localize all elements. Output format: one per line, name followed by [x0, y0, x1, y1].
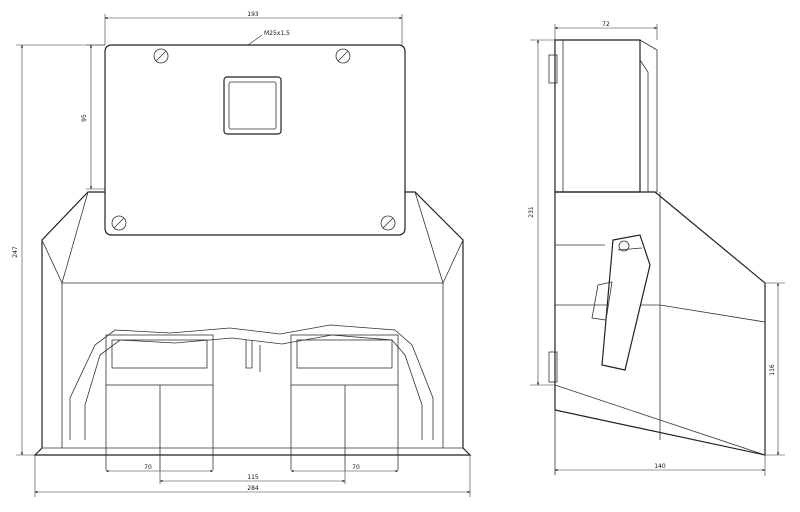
front-housing-chamfer — [41, 191, 464, 284]
cover-screw-icon — [380, 215, 396, 231]
side-bottom-clip — [548, 351, 558, 383]
left-socket-body — [105, 385, 214, 470]
dim-top-width: 193 — [247, 11, 259, 18]
cover-screw-icon — [153, 48, 169, 64]
dim-total-height: 247 — [12, 246, 19, 258]
side-lever-pivot — [618, 240, 630, 252]
cover-screw-icon — [335, 48, 351, 64]
dim-window-height: 95 — [81, 114, 88, 122]
side-lever-detail — [591, 247, 643, 321]
cover-window — [223, 76, 282, 135]
dim-thread-label: M25x1,5 — [264, 30, 290, 37]
front-lower-opening — [69, 324, 434, 440]
side-lower-body — [554, 191, 766, 456]
side-lever — [601, 234, 651, 371]
front-housing-inner-wall — [42, 283, 463, 449]
front-cover-plate — [104, 44, 406, 236]
left-socket-inner — [111, 339, 208, 369]
left-socket-face — [105, 334, 214, 386]
right-socket-face — [290, 334, 399, 386]
dim-base-depth: 140 — [654, 463, 666, 470]
side-view: 72 231 116 140 — [528, 21, 785, 476]
dim-left-slot: 70 — [144, 464, 152, 471]
side-lower-body-detail — [554, 192, 766, 475]
right-socket-inner — [296, 339, 393, 369]
front-lower-opening-inner — [84, 334, 423, 440]
right-socket-body — [290, 385, 399, 470]
cover-screw-icon — [111, 215, 127, 231]
side-top-clip — [548, 54, 558, 84]
side-lower-diagonal — [554, 384, 766, 456]
dim-lower-height: 116 — [769, 364, 776, 376]
dim-right-slot: 70 — [352, 464, 360, 471]
center-pin — [245, 340, 261, 372]
cover-window-inner — [228, 81, 277, 130]
dim-slot-spacing: 115 — [247, 474, 259, 481]
side-upper-box-detail — [562, 39, 658, 193]
front-view: 193 M25x1,5 95 247 70 70 115 284 — [12, 11, 472, 497]
front-housing-outline — [33, 191, 472, 456]
side-upper-box — [554, 39, 641, 193]
dim-top-depth: 72 — [602, 21, 610, 28]
dim-body-height: 231 — [528, 206, 535, 218]
dim-total-width: 284 — [247, 485, 259, 492]
